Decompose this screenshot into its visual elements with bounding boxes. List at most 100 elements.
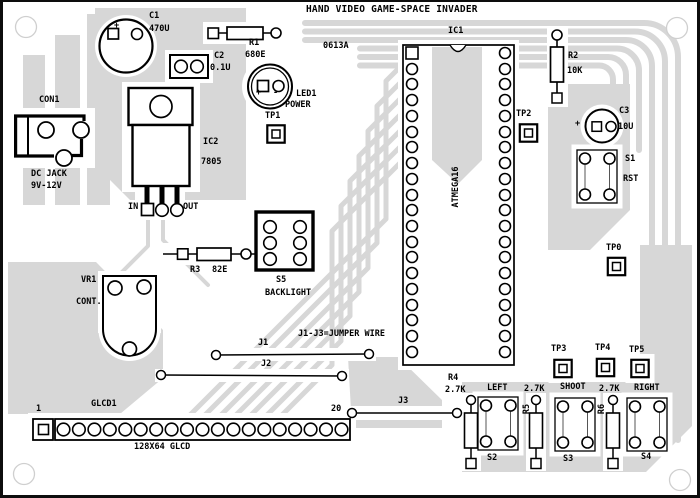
glcd1-header xyxy=(32,418,351,441)
r4-value-label: 2.7K xyxy=(445,385,466,395)
mounting-hole xyxy=(12,462,36,486)
s1-ref-label: S1 xyxy=(625,154,636,164)
s1-value-label: RST xyxy=(623,174,639,184)
tp4-label: TP4 xyxy=(595,343,611,353)
board-code-label: 0613A xyxy=(323,41,349,51)
led1-plus-label: + xyxy=(256,88,262,98)
ic1-notch xyxy=(449,44,467,53)
tp3-label: TP3 xyxy=(551,344,567,354)
glcd-ref-label: GLCD1 xyxy=(91,399,117,409)
led1-outline xyxy=(247,63,293,110)
ic2-regulator xyxy=(127,86,194,218)
led1-led xyxy=(247,63,293,110)
con1-line1-label: DC JACK xyxy=(31,169,67,179)
r2-body xyxy=(549,46,565,83)
mounting-holes xyxy=(12,15,692,492)
r3-value-label: 82E xyxy=(212,265,228,275)
c2-value-label: 0.1U xyxy=(210,63,231,73)
vr1-potentiometer xyxy=(102,275,157,357)
r6-ref-label: R6 xyxy=(596,403,607,415)
con1-dc-jack xyxy=(14,114,90,167)
ic1-left-pins xyxy=(405,46,419,359)
r3-resistor xyxy=(163,247,256,262)
vr1-ref-label: VR1 xyxy=(81,275,97,285)
tp1-testpoint xyxy=(266,124,286,144)
c3-minus-pad xyxy=(605,120,617,133)
ic1-microcontroller xyxy=(402,44,515,366)
glcd-value-label: 128X64 GLCD xyxy=(134,442,191,452)
vr1-value-label: CONT. xyxy=(76,297,102,307)
r3-body xyxy=(196,247,232,262)
s4-ref-label: S4 xyxy=(641,452,652,462)
c1-capacitor xyxy=(98,18,154,74)
board-title: HAND VIDEO GAME-SPACE INVADER xyxy=(306,4,478,15)
ic1-value-label: ATMEGA16 xyxy=(450,166,461,208)
tp4-testpoint xyxy=(595,357,616,378)
c1-ref-label: C1 xyxy=(149,11,160,21)
c1-plus-label: + xyxy=(114,21,120,31)
ic1-pin1-pad xyxy=(405,46,419,60)
tp5-testpoint xyxy=(630,358,650,379)
c3-ref-label: C3 xyxy=(619,106,630,116)
s2-value-label: LEFT xyxy=(487,383,508,393)
tp5-label: TP5 xyxy=(629,345,645,355)
ic2-out-label: OUT xyxy=(183,202,199,212)
tp0-testpoint xyxy=(606,256,627,277)
ic1-ref-label: IC1 xyxy=(448,26,464,36)
r5-ref-label: R5 xyxy=(521,403,532,415)
con1-ref-label: CON1 xyxy=(39,95,60,105)
c1-plus-pad xyxy=(107,27,120,40)
r1-resistor xyxy=(207,26,282,41)
s4-right-switch xyxy=(627,398,667,451)
s2-left-switch xyxy=(478,397,518,450)
led1-value-label: POWER xyxy=(285,100,311,110)
tp1-label: TP1 xyxy=(265,111,281,121)
r1-value-label: 680E xyxy=(245,50,266,60)
mounting-hole xyxy=(665,16,689,40)
led1-ref-label: LED1 xyxy=(296,89,317,99)
mounting-hole xyxy=(14,15,38,39)
ic2-mount-hole xyxy=(149,94,173,119)
ic2-ref-label: IC2 xyxy=(203,137,219,147)
j2-wire xyxy=(160,374,343,377)
r2-value-label: 10K xyxy=(567,66,583,76)
r4-ref-label: R4 xyxy=(448,373,459,383)
tp3-testpoint xyxy=(553,358,573,379)
s4-value-label: RIGHT xyxy=(634,383,660,393)
ic1-inner-copper xyxy=(432,47,482,184)
s1-reset-switch xyxy=(577,150,617,203)
tp2-testpoint xyxy=(518,123,539,143)
c3-plus-label: + xyxy=(575,119,581,129)
s5-ref-label: S5 xyxy=(276,275,287,285)
j1-label: J1 xyxy=(258,338,269,348)
j1-wire xyxy=(215,353,370,356)
c3-capacitor xyxy=(584,108,620,144)
ic2-value-label: 7805 xyxy=(201,157,222,167)
r1-body xyxy=(226,26,264,41)
tp0-label: TP0 xyxy=(606,243,622,253)
r5-value-label: 2.7K xyxy=(524,384,545,394)
s3-shoot-switch xyxy=(555,398,595,451)
c1-value-label: 470U xyxy=(149,24,170,34)
s5-value-label: BACKLIGHT xyxy=(265,288,312,298)
r3-ref-label: R3 xyxy=(190,265,201,275)
tp2-label: TP2 xyxy=(516,109,532,119)
glcd-pin1-label: 1 xyxy=(36,404,42,414)
c1-minus-pad xyxy=(130,27,144,41)
c1-outline xyxy=(98,18,154,74)
c3-plus-pad xyxy=(591,121,603,133)
j3-label: J3 xyxy=(398,396,409,406)
jumper-wires xyxy=(155,348,463,419)
r2-ref-label: R2 xyxy=(568,51,579,61)
con1-line2-label: 9V-12V xyxy=(31,181,62,191)
led1-anode-pad xyxy=(256,79,270,93)
mounting-hole xyxy=(668,468,692,492)
s3-ref-label: S3 xyxy=(563,454,574,464)
r1-ref-label: R1 xyxy=(249,38,260,48)
c2-capacitor xyxy=(169,54,209,79)
j2-label: J2 xyxy=(261,359,272,369)
s2-ref-label: S2 xyxy=(487,453,498,463)
c2-ref-label: C2 xyxy=(214,51,225,61)
